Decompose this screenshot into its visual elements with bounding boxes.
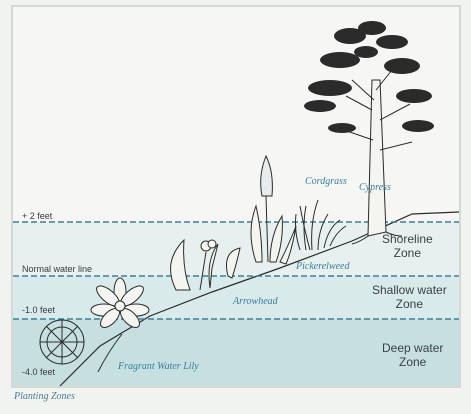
shallow-water-zone-label: Shallow water Zone bbox=[372, 283, 447, 311]
water-lily-label: Fragrant Water Lily bbox=[118, 361, 199, 372]
figure-caption: Planting Zones bbox=[14, 391, 75, 402]
label-minus-four-feet: -4.0 feet bbox=[22, 367, 55, 377]
cypress-label: Cypress bbox=[359, 182, 391, 193]
arrowhead-label: Arrowhead bbox=[233, 296, 278, 307]
shoreline-zone-label: Shoreline Zone bbox=[382, 232, 433, 260]
label-plus-two-feet: + 2 feet bbox=[22, 211, 52, 221]
label-normal-water-line: Normal water line bbox=[22, 264, 92, 274]
cordgrass-label: Cordgrass bbox=[305, 176, 347, 187]
deep-water-zone-label: Deep water Zone bbox=[382, 341, 443, 369]
label-minus-one-feet: -1.0 feet bbox=[22, 305, 55, 315]
pickerelweed-label: Pickerelweed bbox=[296, 261, 350, 272]
